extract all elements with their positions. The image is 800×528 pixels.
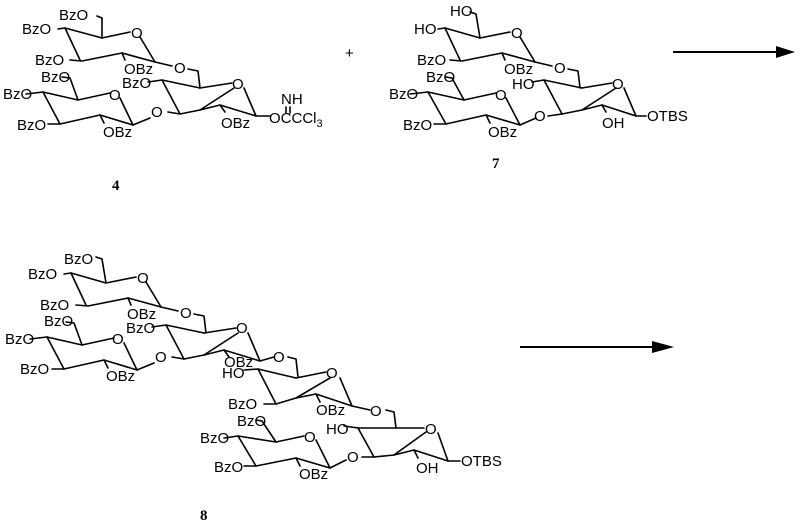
glycosidic-oxygen: O (554, 60, 566, 77)
ring-oxygen: O (511, 25, 523, 42)
atom-label: BzO (389, 86, 418, 103)
atom-label: OBz (124, 61, 153, 78)
glycosidic-oxygen: O (155, 349, 167, 366)
atom-label: BzO (417, 52, 446, 69)
anomeric-group: OTBS (647, 108, 688, 125)
atom-label: BzO (44, 313, 73, 330)
atom-label: BzO (59, 7, 88, 24)
atom-label: HO (326, 421, 349, 438)
ring-8a-bonds (63, 256, 207, 334)
atom-label: HO (222, 365, 245, 382)
atom-label: OBz (504, 61, 533, 78)
glycosidic-oxygen: O (534, 108, 546, 125)
atom-label: BzO (28, 266, 57, 283)
ring-oxygen: O (236, 320, 248, 337)
ring-oxygen: O (326, 365, 338, 382)
ring-7a-bonds (437, 11, 581, 89)
atom-label: HO (512, 76, 535, 93)
atom-label: OBz (221, 115, 250, 132)
ring-oxygen: O (131, 25, 143, 42)
atom-label: BzO (228, 396, 257, 413)
atom-label: OH (602, 115, 625, 132)
atom-label: BzO (22, 21, 51, 38)
compound-label-7: 7 (492, 156, 500, 172)
imidate-group: OCCCl3 (269, 110, 323, 130)
atom-label: OBz (127, 306, 156, 323)
ring-oxygen: O (304, 429, 316, 446)
ring-4b-bonds (25, 76, 151, 126)
ring-8d-bonds (243, 368, 397, 429)
compound-4: BzO BzO BzO O OBz O BzO BzO BzO O OBz O (3, 7, 323, 194)
ring-8e-bonds (223, 419, 347, 469)
ring-4a-bonds (57, 15, 201, 89)
anomeric-group: OTBS (461, 453, 502, 470)
atom-label: BzO (5, 331, 34, 348)
ring-oxygen: O (112, 331, 124, 348)
glycosidic-oxygen: O (151, 104, 163, 121)
atom-label: BzO (41, 69, 70, 86)
atom-label: HO (414, 21, 437, 38)
atom-label: BzO (3, 86, 32, 103)
atom-label: BzO (237, 413, 266, 430)
reaction-arrow-1 (673, 46, 795, 58)
atom-label: OH (416, 460, 439, 477)
atom-label: OBz (106, 368, 135, 385)
compound-label-8: 8 (200, 508, 208, 524)
atom-label: BzO (64, 251, 93, 268)
atom-label: BzO (214, 459, 243, 476)
ring-oxygen: O (109, 87, 121, 104)
atom-label: OBz (103, 124, 132, 141)
ring-oxygen: O (612, 76, 624, 93)
ring-8c-bonds (151, 324, 299, 378)
atom-label: BzO (35, 52, 64, 69)
ring-oxygen: O (232, 76, 244, 93)
compound-label-4: 4 (112, 178, 120, 194)
glycosidic-oxygen: O (180, 305, 192, 322)
atom-label: HO (450, 3, 473, 20)
atom-label: OBz (316, 402, 345, 419)
atom-label: BzO (126, 320, 155, 337)
atom-label: BzO (17, 117, 46, 134)
atom-label: OBz (224, 354, 253, 371)
atom-label: BzO (40, 297, 69, 314)
ring-4c-bonds (147, 79, 271, 117)
ring-oxygen: O (495, 87, 507, 104)
compound-7: HO HO BzO O OBz O BzO BzO BzO O OBz O H (389, 3, 688, 172)
ring-8f-bonds (343, 425, 461, 462)
atom-label: BzO (200, 430, 229, 447)
glycosidic-oxygen: O (370, 403, 382, 420)
ring-7c-bonds (531, 79, 647, 117)
glycosidic-oxygen: O (273, 349, 285, 366)
atom-label: OBz (299, 466, 328, 483)
ring-oxygen: O (425, 421, 437, 438)
glycosidic-oxygen: O (347, 449, 359, 466)
ring-8b-bonds (29, 321, 155, 371)
glycosidic-oxygen: O (174, 60, 186, 77)
atom-label: BzO (122, 75, 151, 92)
atom-label: BzO (20, 361, 49, 378)
atom-label: BzO (403, 117, 432, 134)
ring-7b-bonds (409, 76, 537, 126)
compound-8: BzO BzO BzO O OBz O BzO BzO BzO O OBz O (5, 251, 502, 524)
reaction-arrow-2 (520, 341, 674, 353)
atom-label: OBz (488, 124, 517, 141)
atom-label: BzO (426, 69, 455, 86)
ring-oxygen: O (137, 270, 149, 287)
plus-sign: + (345, 45, 354, 62)
imidate-nh: NH (281, 91, 303, 108)
